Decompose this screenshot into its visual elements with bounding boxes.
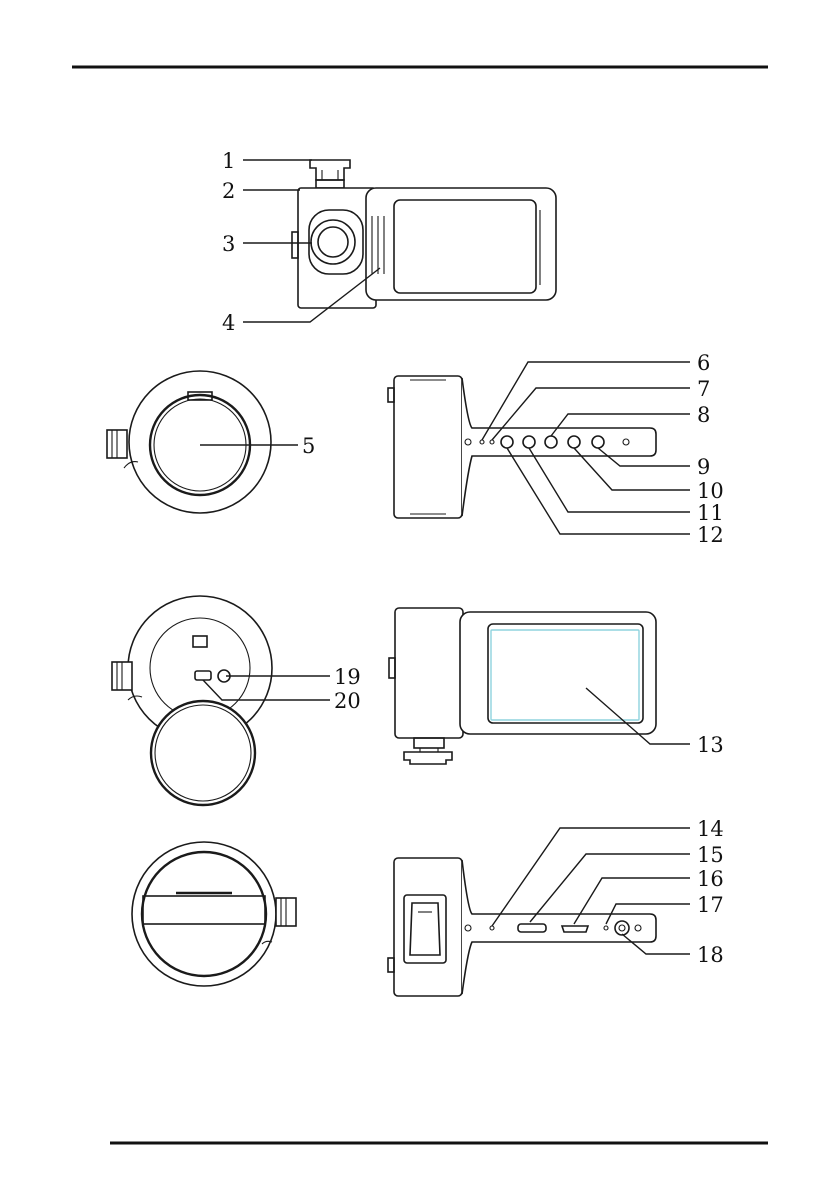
callout-5: 5 bbox=[302, 434, 315, 458]
leader-12 bbox=[507, 448, 690, 534]
side-nub bbox=[388, 958, 394, 972]
body-side bbox=[395, 608, 463, 738]
callout-7: 7 bbox=[697, 377, 710, 401]
screen-edge bbox=[462, 378, 656, 516]
mount-clip bbox=[404, 752, 452, 764]
callout-18: 18 bbox=[697, 943, 724, 967]
callout-16: 16 bbox=[697, 867, 724, 891]
callout-2: 2 bbox=[222, 179, 235, 203]
front-view: 1 2 3 4 bbox=[222, 149, 556, 335]
mount-clip-base bbox=[414, 738, 444, 748]
lens-cap-view: 5 bbox=[107, 371, 315, 513]
leader-14 bbox=[492, 828, 690, 926]
callout-4: 4 bbox=[222, 311, 235, 335]
callout-3: 3 bbox=[222, 232, 235, 256]
callout-9: 9 bbox=[697, 455, 710, 479]
body-side bbox=[394, 376, 462, 518]
callout-6: 6 bbox=[697, 351, 710, 375]
callout-10: 10 bbox=[697, 479, 724, 503]
callout-19: 19 bbox=[334, 665, 361, 689]
top-view: 6 7 8 9 10 11 12 bbox=[388, 351, 724, 547]
callout-17: 17 bbox=[697, 893, 724, 917]
side-nub bbox=[389, 658, 395, 678]
outer-ring bbox=[132, 842, 276, 986]
callout-14: 14 bbox=[697, 817, 724, 841]
side-nub bbox=[388, 388, 394, 402]
mount-clip bbox=[310, 160, 350, 180]
back-round-view: 19 20 bbox=[112, 596, 361, 805]
lens-cap bbox=[151, 701, 255, 805]
top-round-view bbox=[132, 842, 296, 986]
callout-20: 20 bbox=[334, 689, 361, 713]
callout-8: 8 bbox=[697, 403, 710, 427]
screen-edge bbox=[462, 860, 656, 994]
bottom-view: 14 15 16 17 18 bbox=[388, 817, 724, 996]
side-button bbox=[292, 232, 298, 258]
mount-clip-base bbox=[316, 180, 344, 188]
screen-view: 13 bbox=[389, 608, 724, 764]
callout-11: 11 bbox=[697, 501, 724, 525]
callout-12: 12 bbox=[697, 523, 724, 547]
leader-15 bbox=[530, 854, 690, 922]
callout-15: 15 bbox=[697, 843, 724, 867]
callout-1: 1 bbox=[222, 149, 235, 173]
callout-13: 13 bbox=[697, 733, 724, 757]
